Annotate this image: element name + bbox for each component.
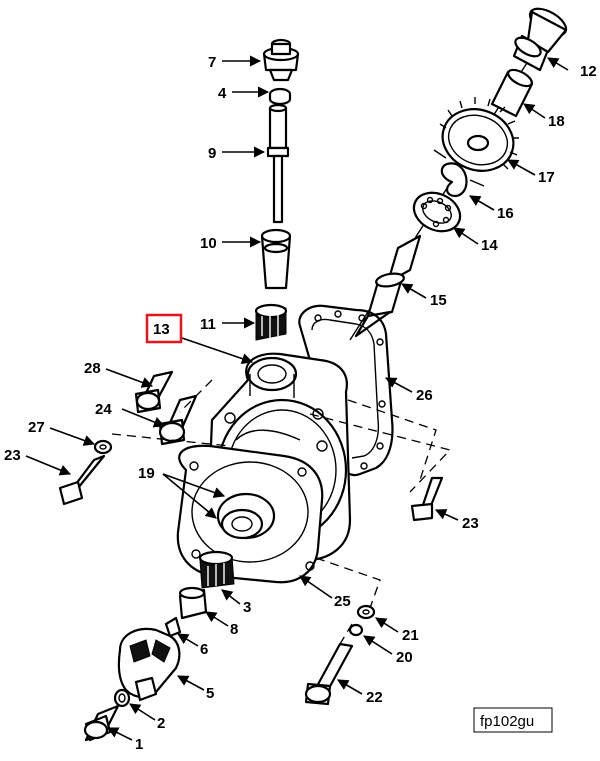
callout-18: 18: [548, 113, 565, 130]
part-4-washer: [268, 87, 292, 106]
part-9-rod: [266, 103, 290, 224]
callout-13: 13: [153, 321, 170, 338]
part-18-bushing: [490, 68, 534, 118]
part-24-bolt: [158, 394, 198, 446]
callout-7: 7: [208, 54, 216, 71]
part-6-key: [164, 616, 182, 638]
part-26-gasket: [298, 304, 394, 477]
callout-17: 17: [538, 169, 555, 186]
callout-23-right: 23: [462, 515, 479, 532]
callout-1: 1: [135, 736, 143, 753]
part-1-bolt: [83, 704, 120, 742]
part-23-bolt-left: [58, 454, 106, 506]
part-15-shaft: [354, 234, 422, 338]
callout-10: 10: [200, 235, 217, 252]
callout-9: 9: [208, 145, 216, 162]
callout-8: 8: [230, 621, 238, 638]
callout-5: 5: [206, 685, 214, 702]
part-8-bushing: [178, 586, 208, 620]
part-16-clip: [433, 149, 485, 198]
callout-26: 26: [416, 387, 433, 404]
callout-21: 21: [402, 627, 419, 644]
callout-19: 19: [138, 465, 155, 482]
callout-14: 14: [481, 237, 498, 254]
part-23-bolt-right: [410, 476, 444, 522]
callout-23: 23: [4, 447, 21, 464]
highlight-box-13: [145, 313, 183, 344]
callout-12: 12: [580, 63, 597, 80]
callout-25: 25: [334, 593, 351, 610]
part-5-coupling: [117, 627, 181, 702]
part-3-gear: [198, 550, 235, 589]
callout-4: 4: [218, 85, 227, 102]
callout-leaders: [25, 55, 569, 741]
part-22-bolt: [304, 642, 354, 706]
part-12-sleeve: [512, 7, 568, 72]
callout-20: 20: [396, 649, 413, 666]
part-28-bolt: [134, 370, 174, 414]
part-17-gear: [439, 97, 519, 172]
part-14-bearing: [412, 191, 462, 233]
callout-2: 2: [157, 715, 165, 732]
callout-27: 27: [28, 419, 45, 436]
part-2-washer: [113, 688, 131, 708]
callout-22: 22: [366, 689, 383, 706]
callout-24: 24: [95, 401, 112, 418]
callout-15: 15: [430, 292, 447, 309]
callout-16: 16: [497, 205, 514, 222]
part-25-cover: [176, 444, 324, 584]
figure-id-box: [473, 707, 553, 733]
callout-11: 11: [200, 316, 216, 333]
part-20-washer: [348, 623, 364, 637]
part-11-gear: [254, 303, 288, 341]
callout-6: 6: [200, 641, 208, 658]
part-27-washer: [93, 439, 113, 455]
part-21-washer: [356, 604, 376, 620]
part-7-fitting: [262, 38, 300, 82]
callout-3: 3: [243, 599, 251, 616]
figure-id: fp102gu: [480, 713, 534, 730]
part-10-sleeve: [260, 228, 292, 290]
callout-28: 28: [84, 360, 101, 377]
